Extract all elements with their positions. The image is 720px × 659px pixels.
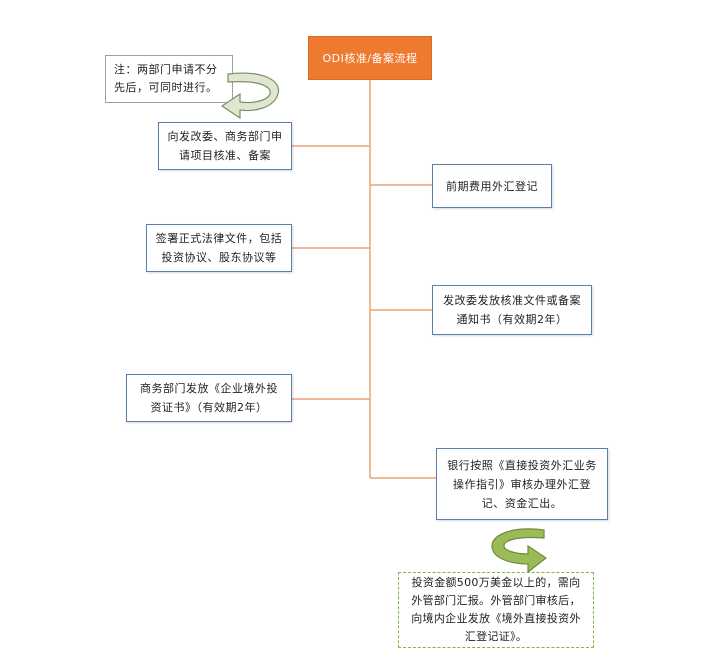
curved-arrow-down-icon bbox=[491, 528, 548, 574]
step-ndrc-mofcom-apply-line-2: 请项目核准、备案 bbox=[179, 149, 271, 162]
step-ndrc-notice-line-2: 通知书（有效期2年） bbox=[456, 313, 568, 326]
step-bank-review-line-2: 操作指引》审核办理外汇登 bbox=[453, 477, 591, 491]
step-ndrc-mofcom-apply-line-1: 向发改委、商务部门申 bbox=[167, 130, 283, 143]
step-mofcom-certificate: 商务部门发放《企业境外投 资证书》（有效期2年） bbox=[126, 374, 292, 422]
step-final-report-line-1: 投资金额500万美金以上的，需向 bbox=[411, 576, 581, 589]
step-ndrc-mofcom-apply: 向发改委、商务部门申 请项目核准、备案 bbox=[158, 122, 292, 170]
step-bank-review-line-3: 记、资金汇出。 bbox=[481, 496, 563, 510]
step-fx-registration-line-1: 前期费用外汇登记 bbox=[446, 179, 538, 193]
step-mofcom-certificate-line-2: 资证书》（有效期2年） bbox=[150, 401, 268, 414]
curved-arrow-icon bbox=[220, 72, 280, 120]
step-ndrc-notice-line-1: 发改委发放核准文件或备案 bbox=[443, 294, 581, 307]
step-ndrc-notice: 发改委发放核准文件或备案 通知书（有效期2年） bbox=[432, 285, 592, 335]
step-fx-registration: 前期费用外汇登记 bbox=[432, 164, 552, 208]
note-line-2: 先后，可同时进行。 bbox=[114, 81, 218, 94]
step-sign-docs: 签署正式法律文件，包括 投资协议、股东协议等 bbox=[146, 224, 292, 272]
flow-title-box: ODI核准/备案流程 bbox=[308, 36, 432, 80]
step-mofcom-certificate-line-1: 商务部门发放《企业境外投 bbox=[140, 382, 278, 395]
note-line-1: 注：两部门申请不分 bbox=[114, 63, 218, 76]
step-bank-review: 银行按照《直接投资外汇业务 操作指引》审核办理外汇登 记、资金汇出。 bbox=[436, 448, 608, 520]
step-final-report-line-2: 外管部门汇报。外管部门审核后， bbox=[411, 594, 581, 607]
note-box: 注：两部门申请不分 先后，可同时进行。 bbox=[105, 55, 233, 103]
step-final-report-line-3: 向境内企业发放《境外直接投资外 bbox=[411, 612, 581, 625]
step-final-report: 投资金额500万美金以上的，需向 外管部门汇报。外管部门审核后， 向境内企业发放… bbox=[398, 572, 594, 648]
step-sign-docs-line-2: 投资协议、股东协议等 bbox=[161, 251, 277, 264]
step-sign-docs-line-1: 签署正式法律文件，包括 bbox=[155, 232, 283, 245]
step-bank-review-line-1: 银行按照《直接投资外汇业务 bbox=[447, 458, 597, 472]
flow-title: ODI核准/备案流程 bbox=[322, 52, 418, 65]
step-final-report-line-4: 汇登记证》。 bbox=[464, 630, 528, 643]
